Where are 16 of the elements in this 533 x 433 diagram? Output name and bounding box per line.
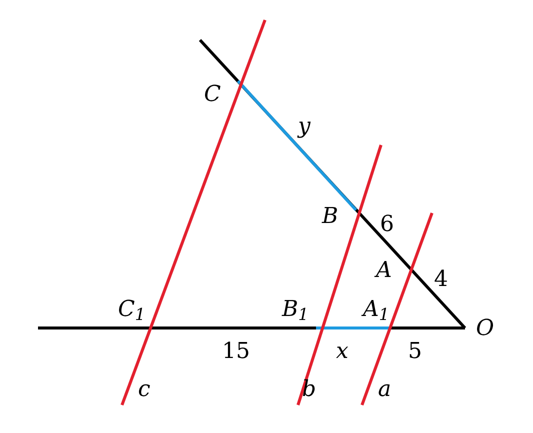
point-label: b bbox=[302, 379, 316, 401]
point-label: C$_{1}$ bbox=[118, 299, 146, 321]
point-label: O bbox=[476, 318, 494, 340]
point-label: 4 bbox=[434, 269, 448, 291]
point-label: x bbox=[336, 341, 348, 363]
point-label: 6 bbox=[380, 214, 394, 236]
point-label: B$_{1}$ bbox=[282, 299, 309, 321]
point-label: 5 bbox=[408, 341, 422, 363]
point-label: A$_{1}$ bbox=[363, 299, 390, 321]
point-label: c bbox=[138, 379, 150, 401]
point-label: y bbox=[298, 116, 310, 138]
point-label: a bbox=[378, 379, 392, 401]
point-label: B bbox=[322, 206, 338, 228]
point-label: A bbox=[376, 260, 392, 282]
point-label: C bbox=[204, 84, 221, 106]
point-label: 15 bbox=[222, 341, 250, 363]
